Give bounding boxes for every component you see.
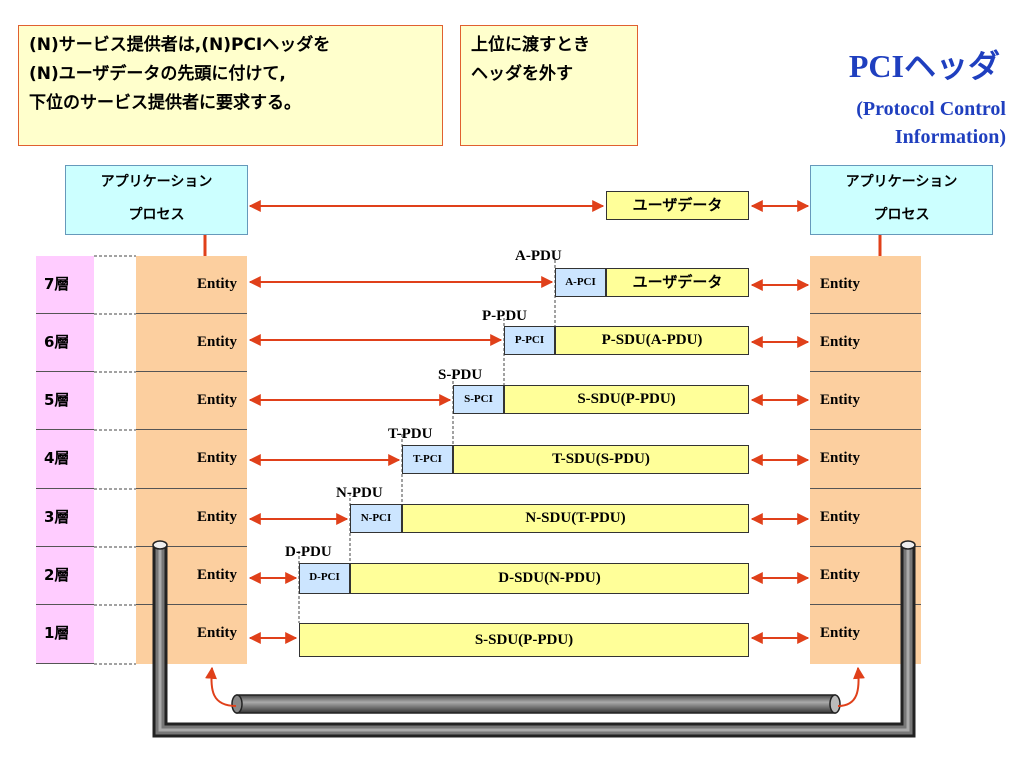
sdu-physical: S-SDU(P-PDU) (299, 623, 749, 657)
note-left-line-1: (N)サービス提供者は,(N)PCIヘッダを (29, 35, 331, 55)
pdu-label-p: P-PDU (482, 308, 527, 324)
header-note-left: (N)サービス提供者は,(N)PCIヘッダを (N)ユーザデータの先頭に付けて,… (18, 25, 443, 146)
app-process-left: アプリケーション プロセス (65, 165, 248, 235)
pci-n: N-PCI (350, 504, 402, 533)
entity-left-7: Entity (136, 256, 247, 314)
peer-arrows (248, 200, 810, 644)
app-userdata-box: ユーザデータ (606, 191, 749, 220)
pdu-label-s: S-PDU (438, 367, 483, 383)
entity-left-4: Entity (136, 430, 247, 489)
pci-s: S-PCI (453, 385, 504, 414)
page-title: PCIヘッダ (848, 48, 1000, 84)
pdu-label-d: D-PDU (285, 544, 332, 560)
sdu-p: P-SDU(A-PDU) (555, 326, 749, 355)
entity-left-6: Entity (136, 314, 247, 372)
entity-right-4: Entity (810, 430, 921, 489)
entity-right-6: Entity (810, 314, 921, 372)
pci-p: P-PCI (504, 326, 555, 355)
app-right-line-2: プロセス (873, 207, 930, 223)
curve-arrow-left (205, 666, 237, 707)
note-mid-line-1: 上位に渡すとき (471, 35, 590, 55)
pci-a: A-PCI (555, 268, 606, 297)
sdu-t: T-SDU(S-PDU) (453, 445, 749, 474)
pdu-label-t: T-PDU (388, 426, 433, 442)
layer-4-label: 4層 (36, 430, 94, 489)
header-note-mid: 上位に渡すとき ヘッダを外す (460, 25, 638, 146)
layer-5-label: 5層 (36, 372, 94, 430)
app-right-line-1: アプリケーション (845, 174, 958, 190)
layer-3-label: 3層 (36, 489, 94, 547)
entity-left-5: Entity (136, 372, 247, 430)
pdu-label-n: N-PDU (336, 485, 383, 501)
sdu-d: D-SDU(N-PDU) (350, 563, 749, 594)
sdu-s: S-SDU(P-PDU) (504, 385, 749, 414)
curve-arrow-right (837, 666, 865, 707)
layer-1-label: 1層 (36, 605, 94, 664)
title-sub-2: Information) (894, 126, 1006, 148)
sdu-n: N-SDU(T-PDU) (402, 504, 749, 533)
entity-left-3: Entity (136, 489, 247, 547)
note-left-line-2: (N)ユーザデータの先頭に付けて, (29, 64, 286, 84)
physical-cable (152, 540, 916, 738)
app-left-line-1: アプリケーション (100, 174, 213, 190)
entity-right-3: Entity (810, 489, 921, 547)
layer-7-label: 7層 (36, 256, 94, 314)
transmission-medium (231, 694, 841, 714)
sdu-userdata: ユーザデータ (606, 268, 749, 297)
layer-divider-lines (94, 255, 136, 665)
layer-6-label: 6層 (36, 314, 94, 372)
pci-t: T-PCI (402, 445, 453, 474)
entity-right-5: Entity (810, 372, 921, 430)
layer-2-label: 2層 (36, 547, 94, 605)
entity-right-7: Entity (810, 256, 921, 314)
app-process-right: アプリケーション プロセス (810, 165, 993, 235)
app-left-line-2: プロセス (128, 207, 185, 223)
pdu-label-a: A-PDU (515, 248, 562, 264)
note-left-line-3: 下位のサービス提供者に要求する。 (29, 93, 301, 113)
note-mid-line-2: ヘッダを外す (471, 64, 573, 84)
title-sub-1: (Protocol Control (856, 98, 1006, 120)
pci-d: D-PCI (299, 563, 350, 594)
